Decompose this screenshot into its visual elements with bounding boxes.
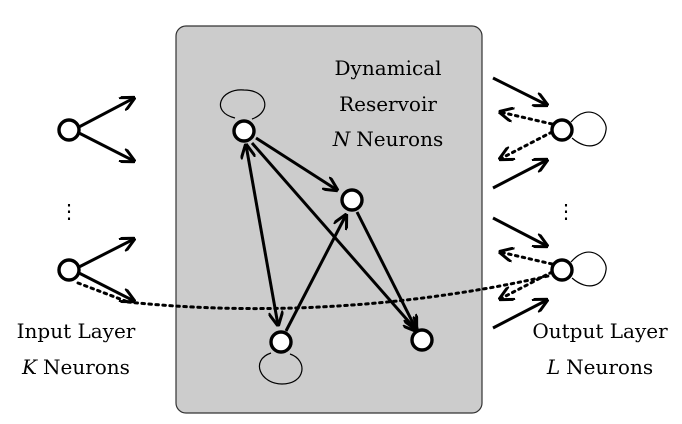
self-loop-reservoir-a: [219, 89, 266, 120]
reservoir-edge-a-c: [246, 145, 278, 325]
reservoir-neuron-b: [340, 188, 364, 212]
input-ellipsis: ⋮: [59, 199, 79, 223]
reservoir-neuron-a: [232, 119, 256, 143]
input-dotted-edge: [76, 281, 130, 304]
input-neuron-bottom: [57, 258, 81, 282]
output-feedback-1: [500, 112, 554, 126]
input-edge-top-down: [78, 131, 134, 161]
reservoir-edge-b-d: [355, 211, 416, 329]
output-edge-in-4: [492, 300, 547, 330]
input-edge-bottom-down: [78, 271, 134, 301]
reservoir-box: [175, 25, 483, 414]
output-edge-in-3: [492, 216, 547, 246]
reservoir-edge-c-b: [284, 215, 346, 332]
output-ellipsis: ⋮: [556, 199, 576, 223]
input-layer-title: Input Layer: [17, 319, 136, 343]
self-loop-reservoir-c: [259, 352, 303, 385]
self-loop-output-bottom: [570, 251, 607, 287]
reservoir-neuron-c: [269, 330, 293, 354]
output-layer-title: Output Layer: [532, 319, 668, 343]
reservoir-title-line1: Dynamical: [334, 56, 441, 80]
reservoir-neuron-d: [410, 328, 434, 352]
output-neuron-bottom: [550, 258, 574, 282]
input-edge-bottom-up: [78, 239, 134, 269]
output-edge-in-2: [492, 160, 547, 190]
input-neuron-top: [57, 118, 81, 142]
output-feedback-3: [500, 252, 554, 266]
input-edge-top-up: [78, 98, 134, 129]
output-feedback-4: [500, 270, 554, 299]
output-neuron-top: [550, 118, 574, 142]
self-loop-output-top: [570, 111, 607, 147]
output-feedback-2: [500, 130, 554, 159]
output-edge-in-1: [492, 76, 547, 105]
reservoir-title-line2: Reservoir: [339, 92, 437, 116]
